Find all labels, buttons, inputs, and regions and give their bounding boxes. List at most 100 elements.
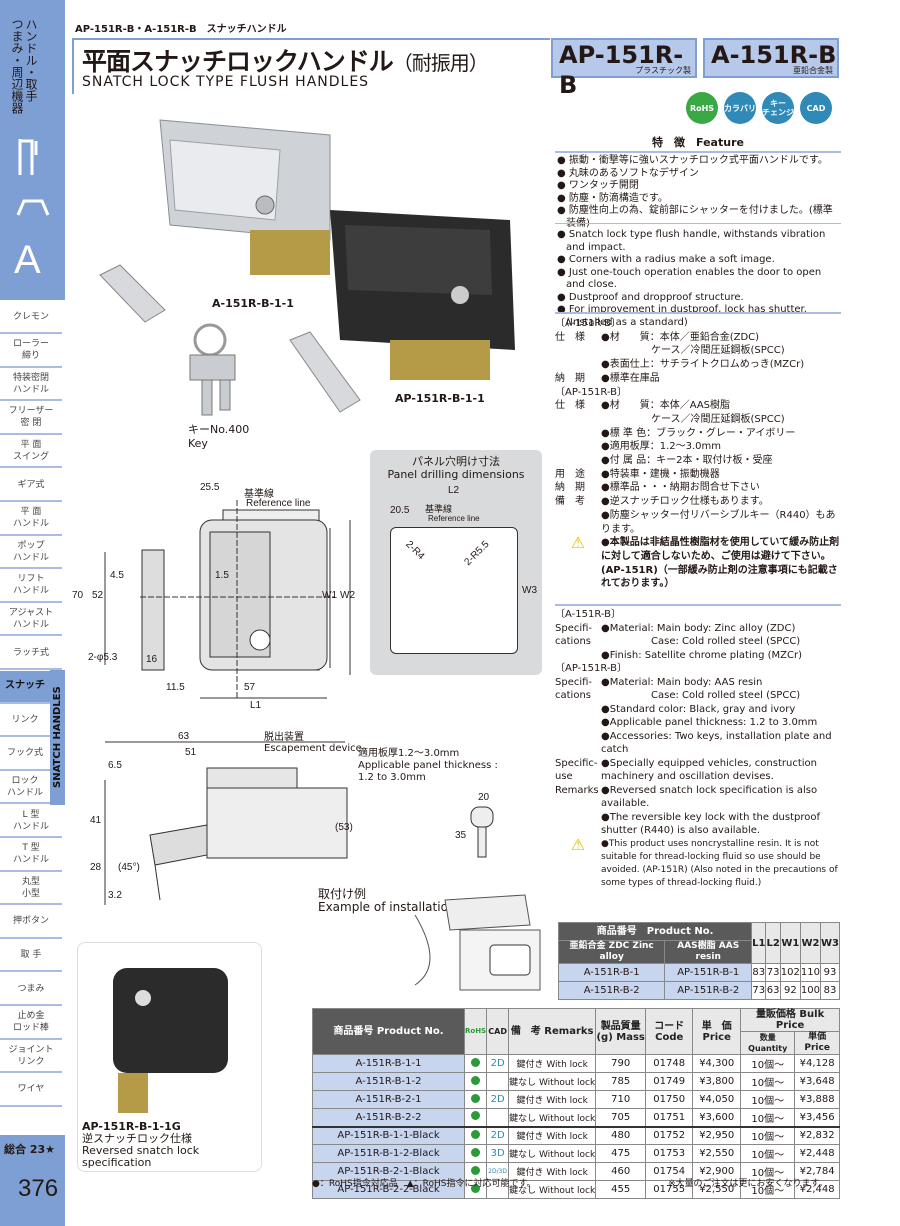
spec-value: ●Specially equipped vehicles, constructi… <box>601 757 817 769</box>
spec-value: ●Applicable panel thickness: 1.2 to 3.0m… <box>601 717 818 728</box>
cell-mass: 785 <box>595 1072 647 1091</box>
sidebar-item[interactable]: ワイヤ <box>0 1074 62 1107</box>
sidebar-item[interactable]: リフト ハンドル <box>0 570 62 603</box>
spec-key <box>555 716 601 730</box>
sidebar-item[interactable]: ロック ハンドル <box>0 771 50 805</box>
sidebar-item[interactable]: ラッチ式 <box>0 637 62 670</box>
spec-value: ●特装車・建機・振動機器 <box>601 468 720 480</box>
spec-value: ケース／冷間圧延鋼板(SPCC) <box>651 345 785 357</box>
cell-cad[interactable]: 2D <box>486 1054 510 1073</box>
title-box <box>72 38 550 94</box>
sidebar-item[interactable]: フック式 <box>0 738 50 771</box>
spec-key <box>555 413 601 427</box>
sidebar-item[interactable]: 取 手 <box>0 939 62 973</box>
black-handle-photo <box>289 210 515 413</box>
page-box: 総合 23★ 376 <box>0 1135 65 1226</box>
spec-key <box>555 730 601 757</box>
cell-cad[interactable]: 2D <box>486 1090 510 1109</box>
divider <box>555 151 841 153</box>
dim-label: 16 <box>146 654 158 665</box>
spec-key <box>555 811 601 838</box>
sidebar-item[interactable]: つまみ <box>0 973 62 1006</box>
sidebar-item[interactable]: 平 面 スイング <box>0 435 62 469</box>
feature-text: For improvement in dustproof, lock has s… <box>566 304 807 328</box>
cell-bulk: ¥2,448 <box>794 1144 840 1163</box>
cell-product: A-151R-B-1-1 <box>312 1054 465 1073</box>
cell-qty: 10個〜 <box>740 1054 796 1073</box>
spec-key: cations <box>555 636 591 647</box>
dim-label: 28 <box>90 862 102 873</box>
sidebar-item[interactable]: ギア式 <box>0 469 62 502</box>
cell-product: AP-151R-B-1-1-Black <box>312 1126 465 1145</box>
bullet: ● <box>557 254 569 265</box>
sidebar-item[interactable]: リンク <box>0 704 50 738</box>
spec-key: 納 期 <box>555 372 585 384</box>
photo-caption: A-151R-B-1-1 <box>212 297 294 310</box>
sidebar-item[interactable]: スナッチ <box>0 670 50 704</box>
spec-value: ●Material: Main body: Zinc alloy (ZDC) <box>601 622 796 634</box>
warning-text: ●本製品は非結晶性樹脂材を使用していて緩み防止剤に対して適合しないため、ご使用は… <box>601 537 840 590</box>
th-cad: CAD <box>486 1008 510 1055</box>
key-caption-en: Key <box>188 437 208 450</box>
sidebar-item[interactable]: L 型 ハンドル <box>0 805 62 838</box>
cell-price: ¥2,550 <box>692 1144 742 1163</box>
spec-row: cations Case: Cold rolled steel (SPCC) <box>555 689 845 703</box>
spec-row: cations Case: Cold rolled steel (SPCC) <box>555 635 845 649</box>
sidebar-item[interactable]: 丸型 小型 <box>0 872 62 906</box>
sidebar-item[interactable]: フリーザー 密 閉 <box>0 402 62 435</box>
cell-cad[interactable] <box>486 1108 510 1127</box>
feature-text: Dustproof and dropproof structure. <box>568 291 744 303</box>
cell-cad[interactable] <box>486 1072 510 1091</box>
sidebar-item[interactable]: アジャスト ハンドル <box>0 603 62 637</box>
feature-text: ワンタッチ開閉 <box>568 180 639 191</box>
cell-aas: AP-151R-B-1 <box>664 963 753 982</box>
cell-qty: 10個〜 <box>740 1180 796 1199</box>
spec-key <box>555 440 601 454</box>
spec-key: Remarks <box>555 784 599 796</box>
sidebar-item[interactable]: 特装密閉 ハンドル <box>0 368 62 402</box>
sidebar-item[interactable]: 平 面 ハンドル <box>0 503 62 536</box>
cell-mass: 460 <box>595 1162 647 1181</box>
cell-qty: 10個〜 <box>740 1090 796 1109</box>
sidebar-item[interactable]: T 型 ハンドル <box>0 839 62 872</box>
sidebar-header: ハンドル・取手 つまみ・周辺機器 A <box>0 0 65 300</box>
feature-item: ● Dustproof and dropproof structure. <box>557 292 841 305</box>
sidebar-item[interactable]: ポップ ハンドル <box>0 536 62 570</box>
model-name: AP-151R-B <box>559 41 684 99</box>
bullet: ● <box>557 180 569 191</box>
cell-remarks: 鍵付き With lock <box>508 1126 597 1145</box>
cell-aas: AP-151R-B-2 <box>664 981 753 1000</box>
cell-price: ¥2,950 <box>692 1126 742 1145</box>
cell-cad[interactable]: 3D <box>486 1144 510 1163</box>
cell-bulk: ¥3,456 <box>794 1108 840 1127</box>
spec-key: cations <box>555 690 591 701</box>
sidebar-item[interactable]: 止め金 ロッド棒 <box>0 1007 62 1040</box>
sidebar-item[interactable]: 押ボタン <box>0 906 62 939</box>
rohs-dot-icon <box>471 1075 481 1085</box>
spec-value: ●適用板厚：1.2〜3.0mm <box>601 441 722 453</box>
sidebar-item[interactable]: ローラー 締り <box>0 335 62 368</box>
dim-label: W2 <box>340 590 355 601</box>
feature-item: ● 振動・衝撃等に強いスナッチロック式平面ハンドルです。 <box>557 155 841 168</box>
cell-dim: 73 <box>765 963 781 982</box>
cell-bulk: ¥3,888 <box>794 1090 840 1109</box>
cell-mass: 475 <box>595 1144 647 1163</box>
page-group: 総合 23★ <box>4 1143 55 1156</box>
sidebar-item[interactable]: クレモン <box>0 301 62 334</box>
cell-price: ¥2,550 <box>692 1180 742 1199</box>
spec-row: ●防塵シャッター付リバーシブルキー（R440）もあります。 <box>555 509 841 536</box>
cell-cad[interactable]: 2D <box>486 1126 510 1145</box>
reverse-en: Reversed snatch lock specification <box>82 1144 200 1169</box>
spec-value: ●Material: Main body: AAS resin <box>601 676 763 688</box>
th-w3: W3 <box>819 922 841 964</box>
spec-row: 仕 様●材 質：本体／亜鉛合金(ZDC) <box>555 331 841 345</box>
sidebar-item[interactable]: ジョイント リンク <box>0 1040 62 1074</box>
